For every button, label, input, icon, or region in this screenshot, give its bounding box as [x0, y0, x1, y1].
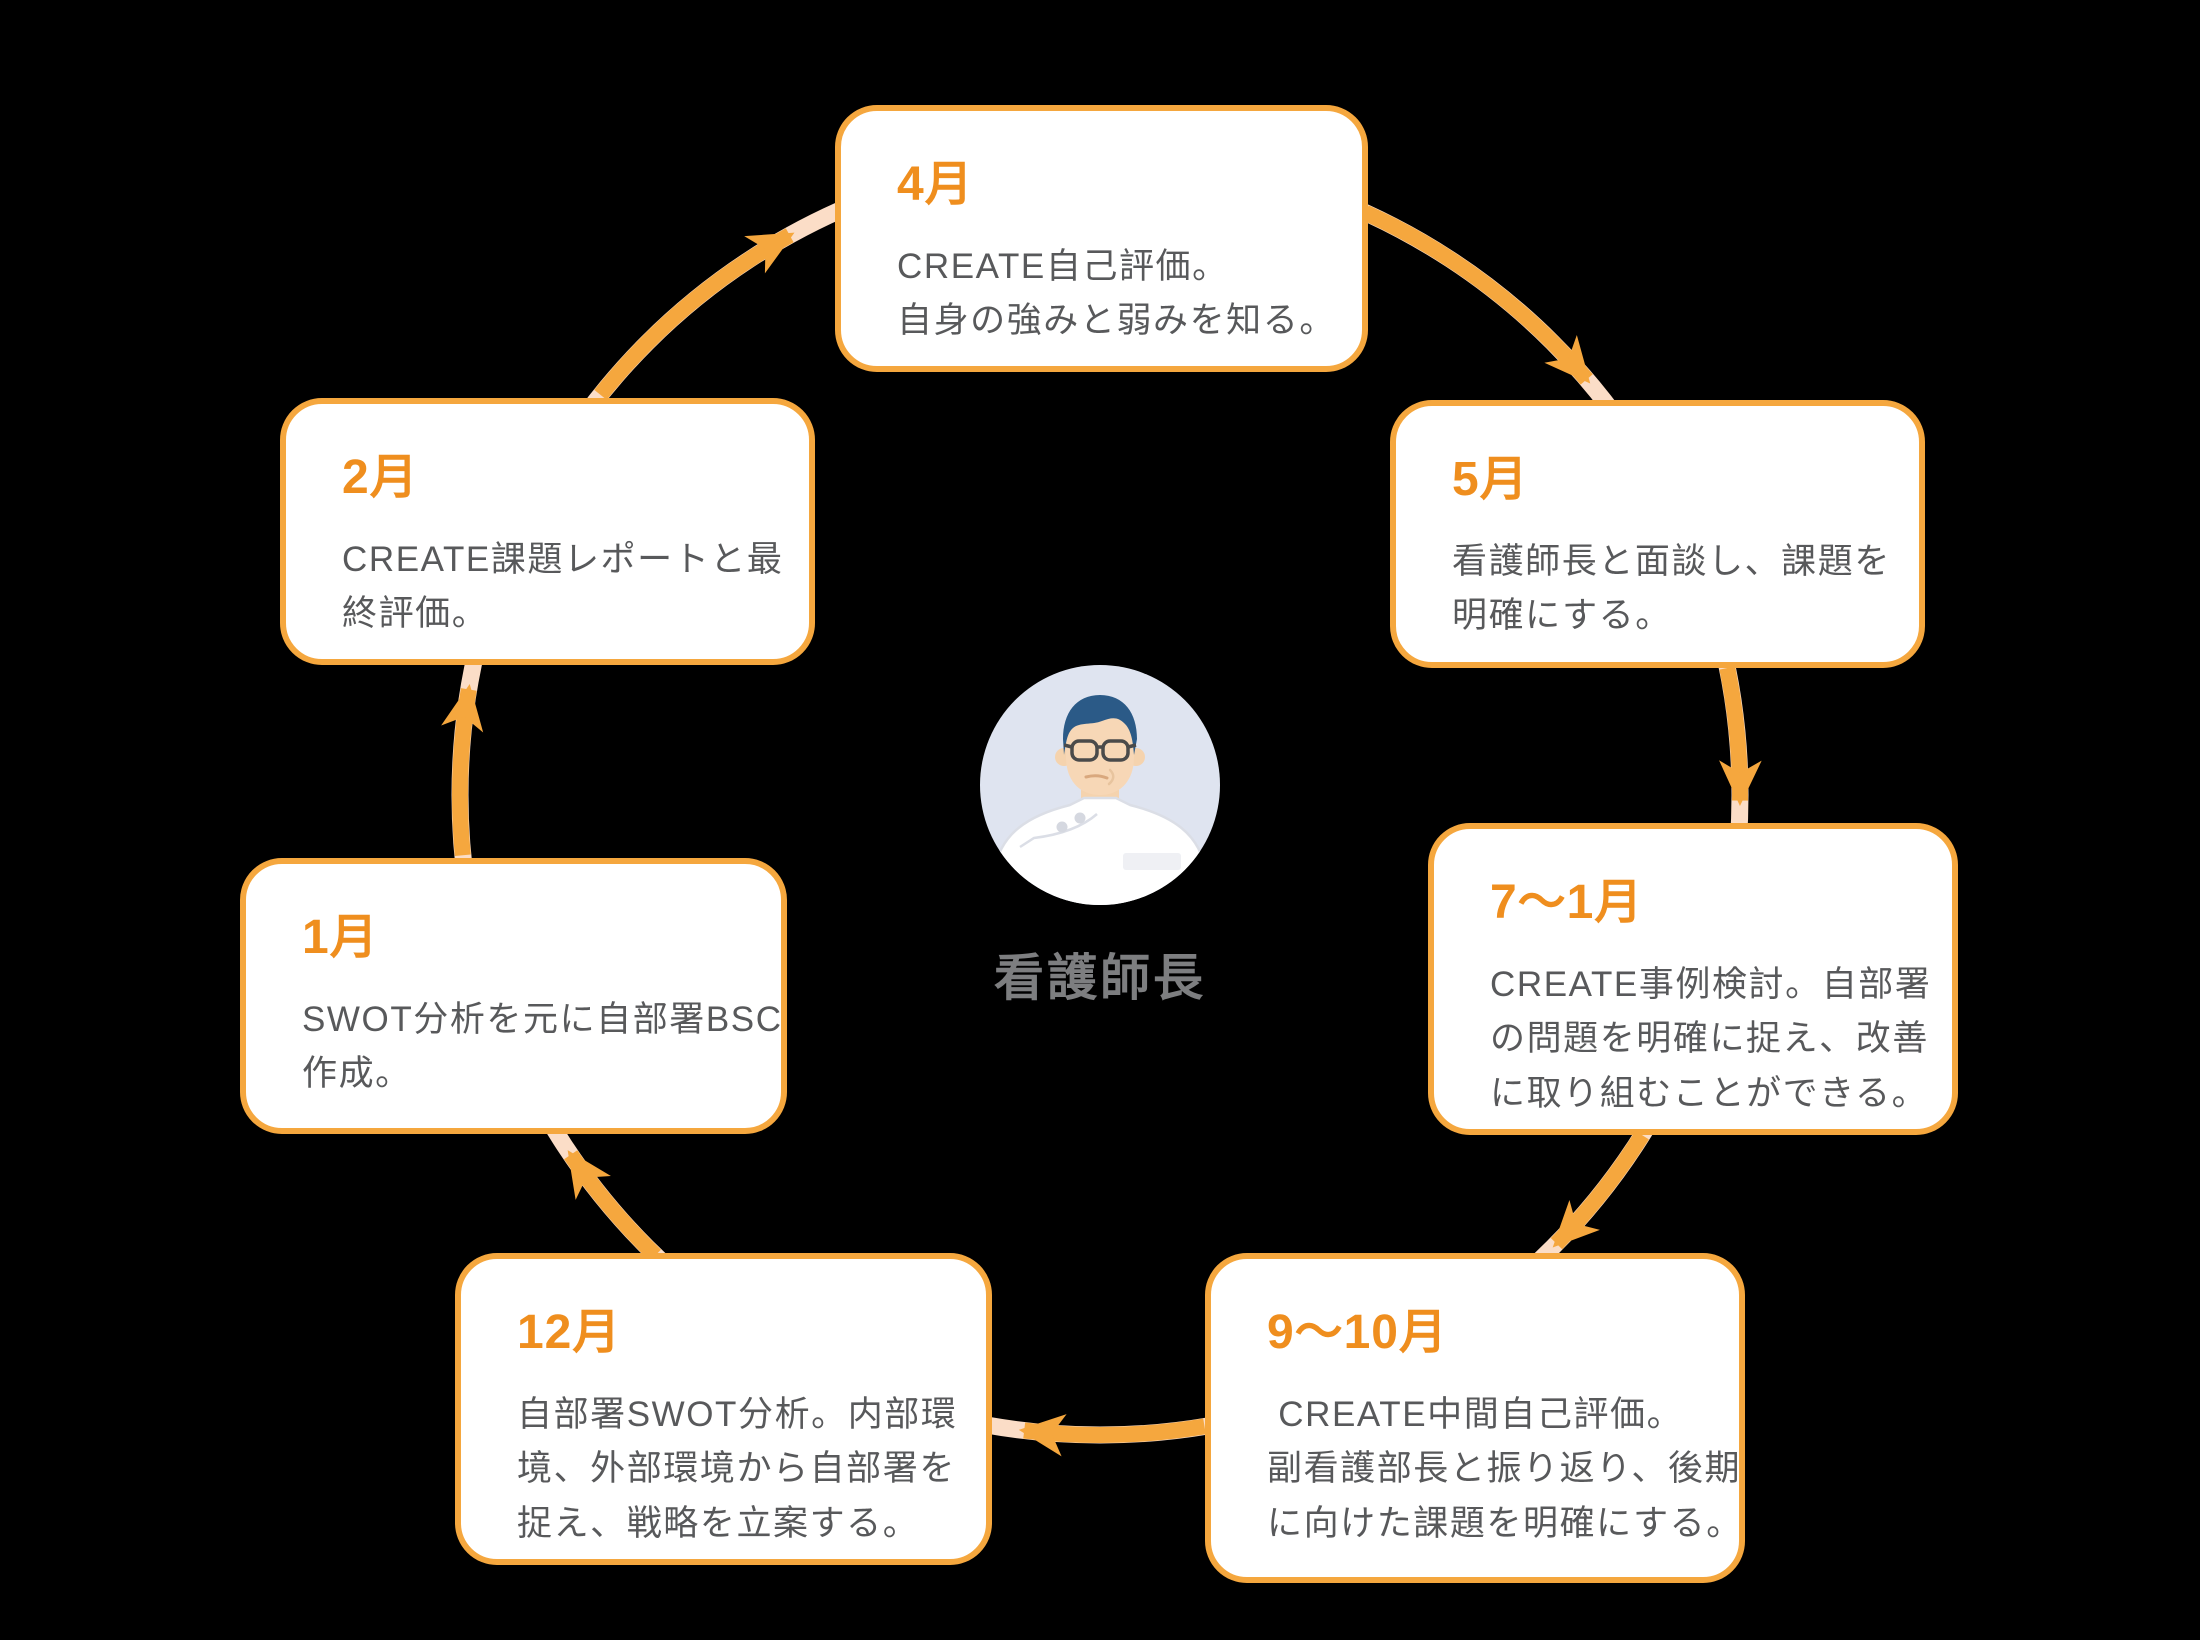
step-month: 1月: [302, 911, 379, 964]
step-description: CREATE中間自己評価。 副看護部長と振り返り、後期 に向けた課題を明確にする…: [1267, 1395, 1743, 1543]
step-month: 12月: [517, 1306, 622, 1359]
step-month: 9〜10月: [1267, 1306, 1448, 1359]
step-description: 自部署SWOT分析。内部環 境、外部環境から自部署を 捉え、戦略を立案する。: [517, 1395, 958, 1543]
arrow-jul-to-sep-icon: [1550, 1130, 1649, 1250]
step-month: 2月: [342, 451, 419, 504]
arrow-sep-to-dec-icon: [1018, 1414, 1206, 1457]
arrow-jan-to-feb-icon: [441, 684, 484, 856]
step-description: CREATE事例検討。自部署 の問題を明確に捉え、改善 に取り組むことができる。: [1490, 965, 1932, 1113]
step-card-december: 12月 自部署SWOT分析。内部環 境、外部環境から自部署を 捉え、戦略を立案す…: [455, 1253, 992, 1565]
nurse-manager-avatar-icon: [980, 665, 1220, 905]
step-card-september-october: 9〜10月 CREATE中間自己評価。 副看護部長と振り返り、後期 に向けた課題…: [1205, 1253, 1745, 1583]
arrow-apr-to-may-icon: [1362, 205, 1593, 385]
step-card-july-january: 7〜1月 CREATE事例検討。自部署 の問題を明確に捉え、改善 に取り組むこと…: [1428, 823, 1958, 1135]
step-card-february: 2月 CREATE課題レポートと最 終評価。: [280, 398, 815, 665]
step-month: 4月: [897, 158, 974, 211]
arrow-may-to-jul-icon: [1719, 666, 1762, 807]
step-month: 5月: [1452, 453, 1529, 506]
arrow-dec-to-jan-icon: [564, 1150, 661, 1262]
step-description: 看護師長と面談し、課題を 明確にする。: [1452, 542, 1891, 636]
step-description: CREATE自己評価。 自身の強みと弱みを知る。: [897, 247, 1336, 341]
center-label: 看護師長: [994, 950, 1206, 1006]
step-card-may: 5月 看護師長と面談し、課題を 明確にする。: [1390, 400, 1925, 668]
step-description: SWOT分析を元に自部署BSC 作成。: [302, 1000, 783, 1094]
step-card-april: 4月 CREATE自己評価。 自身の強みと弱みを知る。: [835, 105, 1368, 372]
center-figure: [980, 665, 1220, 910]
arrow-feb-to-apr-icon: [594, 228, 795, 400]
step-card-january: 1月 SWOT分析を元に自部署BSC 作成。: [240, 858, 787, 1134]
step-description: CREATE課題レポートと最 終評価。: [342, 540, 784, 634]
step-month: 7〜1月: [1490, 876, 1644, 929]
